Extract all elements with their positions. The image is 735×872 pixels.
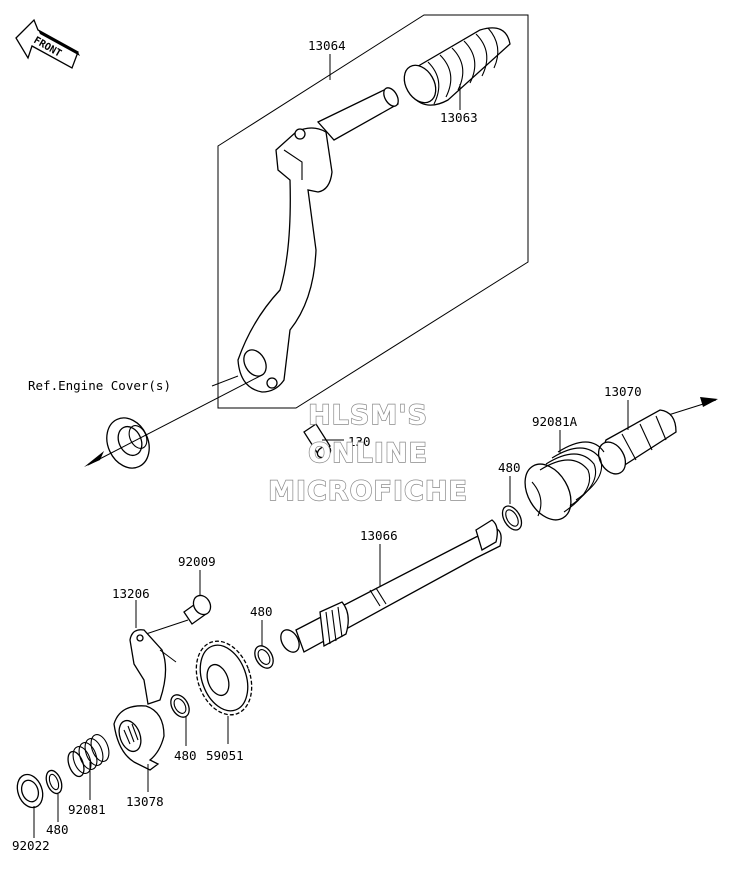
- axis-arrow-left-icon: [84, 451, 104, 467]
- label-ref-engine-cover: Ref.Engine Cover(s): [28, 378, 171, 393]
- kick-guide: [597, 409, 677, 475]
- label-13078: 13078: [126, 794, 164, 809]
- label-130: 130: [348, 434, 371, 449]
- circlip-mid: [254, 645, 274, 669]
- label-480-bottom: 480: [46, 822, 69, 837]
- stopper-plate: [129, 629, 177, 705]
- label-59051: 59051: [206, 748, 244, 763]
- label-13070: 13070: [604, 384, 642, 399]
- axis-line-upper: [87, 374, 263, 466]
- washer: [16, 773, 44, 809]
- bolt-92009: [139, 594, 212, 637]
- label-92081A: 92081A: [532, 414, 578, 429]
- watermark-line-3: MICROFICHE: [268, 476, 468, 507]
- circlip-top: [501, 505, 523, 531]
- watermark-line-2: ONLINE: [308, 438, 428, 469]
- label-13063: 13063: [440, 110, 478, 125]
- kick-pedal-arm: [237, 87, 399, 393]
- watermark-line-1: HLSM'S: [308, 400, 428, 431]
- label-480-low: 480: [174, 748, 197, 763]
- kick-shaft: [280, 519, 502, 653]
- oil-seal: [106, 417, 150, 469]
- leader-lines: [33, 54, 629, 838]
- label-92022: 92022: [12, 838, 50, 853]
- ratchet-spring: [67, 734, 110, 778]
- label-480-mid: 480: [250, 604, 273, 619]
- watermark: HLSM'S ONLINE MICROFICHE: [267, 399, 468, 507]
- label-13066: 13066: [360, 528, 398, 543]
- circlip-bottom: [45, 769, 63, 795]
- label-480-top: 480: [498, 460, 521, 475]
- kick-gear: [195, 640, 253, 716]
- axis-arrow-right-icon: [700, 397, 718, 407]
- kick-pedal-rubber: [403, 27, 511, 106]
- label-13206: 13206: [112, 586, 150, 601]
- label-92081: 92081: [68, 802, 106, 817]
- pinch-bolt: [303, 423, 332, 459]
- kick-spring: [524, 441, 605, 521]
- circlip-low: [170, 694, 190, 718]
- label-13064: 13064: [308, 38, 346, 53]
- kick-pedal-assembly-box: [217, 14, 529, 409]
- front-arrow-icon: FRONT: [15, 18, 80, 69]
- kick-ratchet: [113, 705, 165, 771]
- label-92009: 92009: [178, 554, 216, 569]
